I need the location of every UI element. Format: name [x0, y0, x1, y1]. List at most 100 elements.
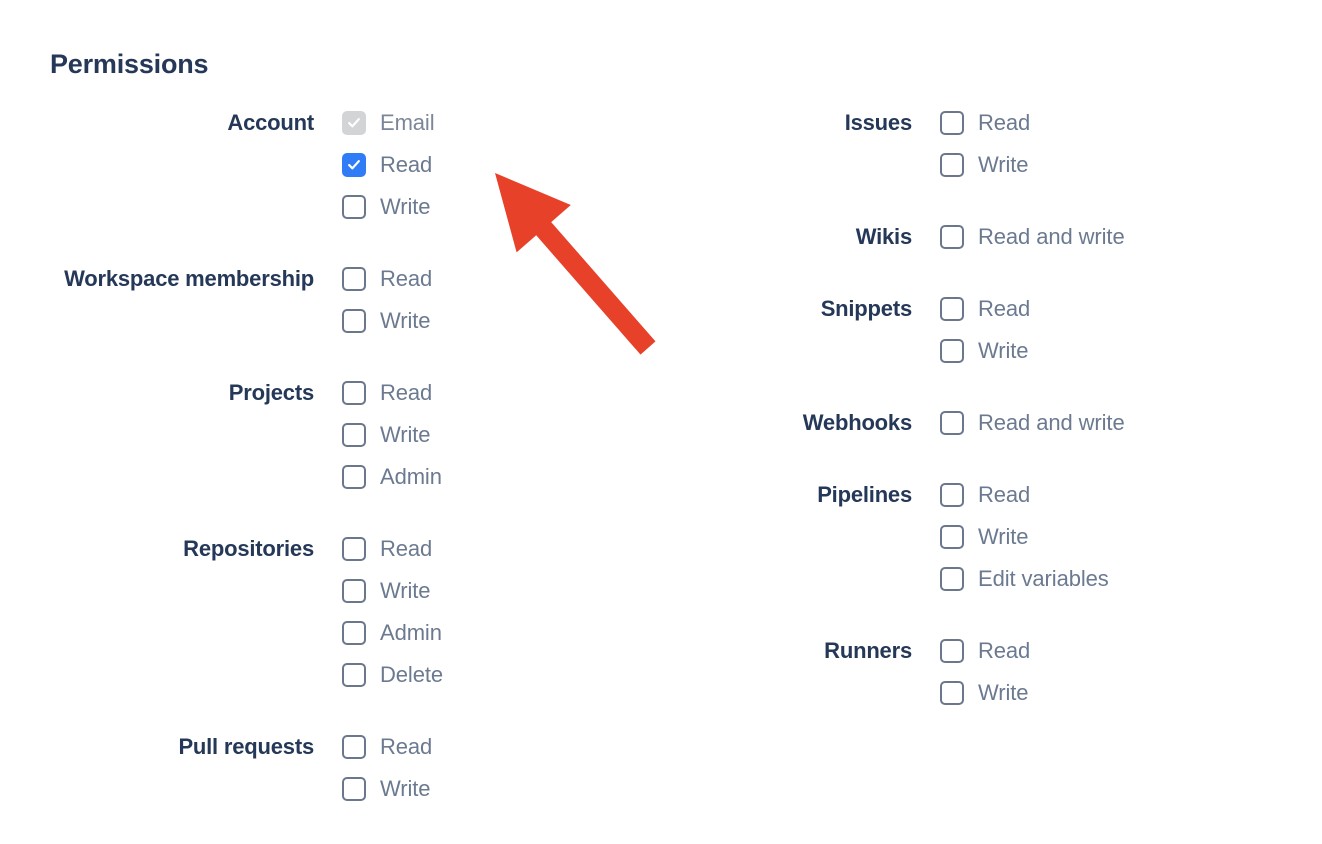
- checkbox-unchecked[interactable]: [940, 567, 964, 591]
- permission-option-label: Read: [978, 296, 1031, 321]
- permission-option-row[interactable]: Write: [940, 144, 1260, 186]
- permission-option-row[interactable]: Write: [342, 414, 640, 456]
- checkbox-unchecked[interactable]: [940, 339, 964, 363]
- permission-group-label: Snippets: [820, 296, 913, 321]
- checkbox-unchecked[interactable]: [940, 639, 964, 663]
- check-icon: [348, 117, 360, 129]
- permission-option-row[interactable]: Read: [342, 528, 640, 570]
- permission-option-label: Write: [978, 680, 1029, 705]
- permission-option-label: Read and write: [978, 410, 1125, 435]
- permission-option-row[interactable]: Read: [342, 372, 640, 414]
- permission-option-label: Edit variables: [978, 566, 1109, 591]
- permission-option-row[interactable]: Read: [342, 258, 640, 300]
- permission-option-label: Write: [380, 308, 431, 333]
- permission-option-row[interactable]: Read: [940, 102, 1260, 144]
- permission-option-row[interactable]: Write: [342, 186, 640, 228]
- permission-option-label: Admin: [380, 620, 442, 645]
- permission-option-row[interactable]: Write: [940, 672, 1260, 714]
- permission-option-label: Write: [380, 578, 431, 603]
- permission-group-options: Read and write: [940, 216, 1260, 258]
- checkbox-unchecked[interactable]: [940, 411, 964, 435]
- permission-option-label: Admin: [380, 464, 442, 489]
- permission-group: Wikis Read and write: [640, 216, 1260, 258]
- permission-option-label: Read and write: [978, 224, 1125, 249]
- permission-option-row[interactable]: Read: [342, 144, 640, 186]
- checkbox-unchecked[interactable]: [342, 663, 366, 687]
- checkbox-unchecked[interactable]: [940, 297, 964, 321]
- permission-option-row[interactable]: Read and write: [940, 402, 1260, 444]
- permission-group-label: Projects: [228, 380, 314, 405]
- permission-group-label: Webhooks: [802, 410, 912, 435]
- checkbox-unchecked[interactable]: [342, 465, 366, 489]
- permission-option-row[interactable]: Edit variables: [940, 558, 1260, 600]
- permission-option-row[interactable]: Write: [342, 768, 640, 810]
- permission-option-label: Read: [978, 110, 1031, 135]
- permission-group-label: Pull requests: [178, 734, 314, 759]
- checkbox-unchecked[interactable]: [940, 153, 964, 177]
- permission-option-row[interactable]: Read and write: [940, 216, 1260, 258]
- checkbox-disabled: [342, 111, 366, 135]
- permission-option-row[interactable]: Admin: [342, 456, 640, 498]
- permission-group-label: Runners: [824, 638, 912, 663]
- checkbox-unchecked[interactable]: [940, 525, 964, 549]
- permission-option-label: Write: [978, 152, 1029, 177]
- permission-group-label: Account: [227, 110, 314, 135]
- permission-option-row[interactable]: Read: [342, 726, 640, 768]
- checkbox-unchecked[interactable]: [342, 195, 366, 219]
- permission-option-row[interactable]: Write: [342, 300, 640, 342]
- checkbox-unchecked[interactable]: [342, 735, 366, 759]
- checkbox-unchecked[interactable]: [342, 621, 366, 645]
- permission-option-row[interactable]: Read: [940, 288, 1260, 330]
- checkbox-unchecked[interactable]: [940, 483, 964, 507]
- checkbox-unchecked[interactable]: [940, 225, 964, 249]
- permission-group-options: Read and write: [940, 402, 1260, 444]
- permission-option-row[interactable]: Write: [940, 330, 1260, 372]
- permission-group-label: Wikis: [855, 224, 912, 249]
- permission-option-row[interactable]: Read: [940, 630, 1260, 672]
- checkbox-unchecked[interactable]: [342, 309, 366, 333]
- permission-group-label: Repositories: [183, 536, 314, 561]
- checkbox-unchecked[interactable]: [342, 381, 366, 405]
- checkbox-unchecked[interactable]: [342, 423, 366, 447]
- checkbox-unchecked[interactable]: [940, 111, 964, 135]
- permission-option-row[interactable]: Read: [940, 474, 1260, 516]
- permission-group: Webhooks Read and write: [640, 402, 1260, 444]
- permission-option-row[interactable]: Write: [342, 570, 640, 612]
- permission-option-label: Read: [978, 638, 1031, 663]
- permission-option-row: Email: [342, 102, 640, 144]
- permission-option-label: Delete: [380, 662, 443, 687]
- permission-option-label: Write: [380, 194, 431, 219]
- permission-option-label: Read: [380, 266, 433, 291]
- permission-option-row[interactable]: Write: [940, 516, 1260, 558]
- checkbox-unchecked[interactable]: [342, 267, 366, 291]
- checkbox-checked[interactable]: [342, 153, 366, 177]
- permission-option-row[interactable]: Delete: [342, 654, 640, 696]
- permission-option-row[interactable]: Admin: [342, 612, 640, 654]
- permission-option-label: Read: [380, 152, 433, 177]
- checkbox-unchecked[interactable]: [342, 579, 366, 603]
- permission-option-label: Write: [978, 524, 1029, 549]
- checkbox-unchecked[interactable]: [342, 777, 366, 801]
- permission-group-label: Workspace membership: [64, 266, 314, 291]
- checkbox-unchecked[interactable]: [342, 537, 366, 561]
- permission-option-label: Read: [380, 734, 433, 759]
- permission-option-label: Read: [978, 482, 1031, 507]
- check-icon: [348, 159, 360, 171]
- page-title: Permissions: [50, 49, 209, 79]
- checkbox-unchecked[interactable]: [940, 681, 964, 705]
